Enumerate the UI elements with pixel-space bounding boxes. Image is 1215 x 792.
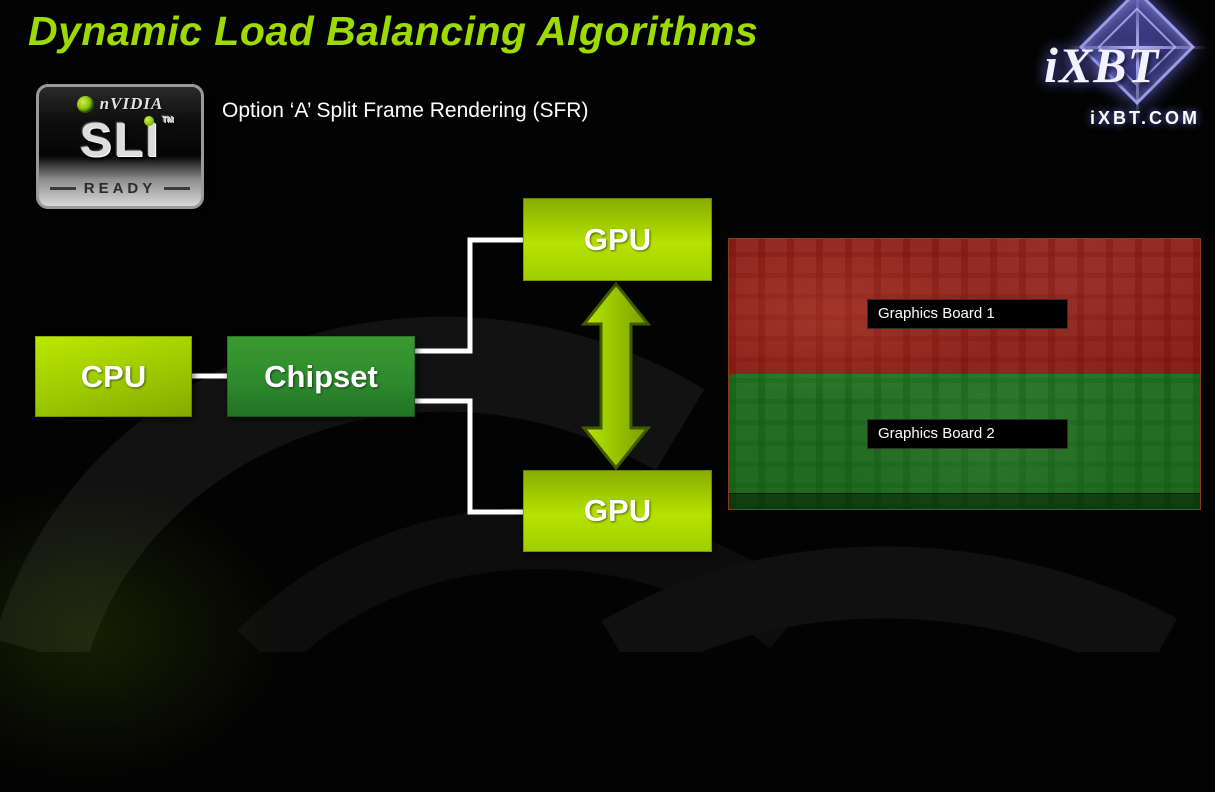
ixbt-domain-label: iXBT.COM [1090,108,1201,128]
nvidia-sli-badge: nVIDIA SLI TM READY [36,84,204,209]
chipset-node: Chipset [227,336,415,417]
screenshot-hud-bar [729,493,1200,509]
sli-wordmark: SLI TM [80,113,174,168]
split-frame-screenshot: Graphics Board 1 Graphics Board 2 [728,238,1201,510]
sli-trademark: TM [161,115,174,124]
gpu-link-double-arrow-icon [580,281,652,471]
sli-ready-row: READY [39,180,201,197]
page-title: Dynamic Load Balancing Algorithms [28,8,759,54]
cpu-node-label: CPU [80,358,147,394]
nvidia-brand-label: nVIDIA [99,94,164,113]
ready-line-left [49,187,76,190]
gpu-top-node: GPU [523,198,712,281]
sli-ready-label: READY [83,180,157,197]
cpu-node: CPU [35,336,192,417]
chipset-node-label: Chipset [264,358,378,394]
ixbt-wordmark: iXBT [1044,37,1160,93]
graphics-board-2-label: Graphics Board 2 [867,419,1068,449]
graphics-board-1-label: Graphics Board 1 [867,299,1068,329]
gpu-top-node-label: GPU [583,221,652,257]
nvidia-eye-icon [76,95,94,113]
wire-chipset-gpu-top [415,237,523,354]
ready-line-right [164,187,191,190]
ixbt-star-spike-horizontal [1068,46,1208,49]
ixbt-star-spike-vertical [1136,0,1139,120]
gpu-bottom-node-label: GPU [583,493,652,528]
slide-subtitle: Option ‘A’ Split Frame Rendering (SFR) [222,99,589,122]
wire-chipset-gpu-bottom [415,398,523,515]
sli-green-dot-icon [144,116,155,126]
diagram-connectors [192,237,652,515]
ixbt-logo: iXBT iXBT.COM [1028,0,1215,158]
sli-main-row: SLI TM [39,113,201,168]
gpu-bottom-node: GPU [523,470,712,552]
sli-brand-row: nVIDIA [39,94,201,114]
